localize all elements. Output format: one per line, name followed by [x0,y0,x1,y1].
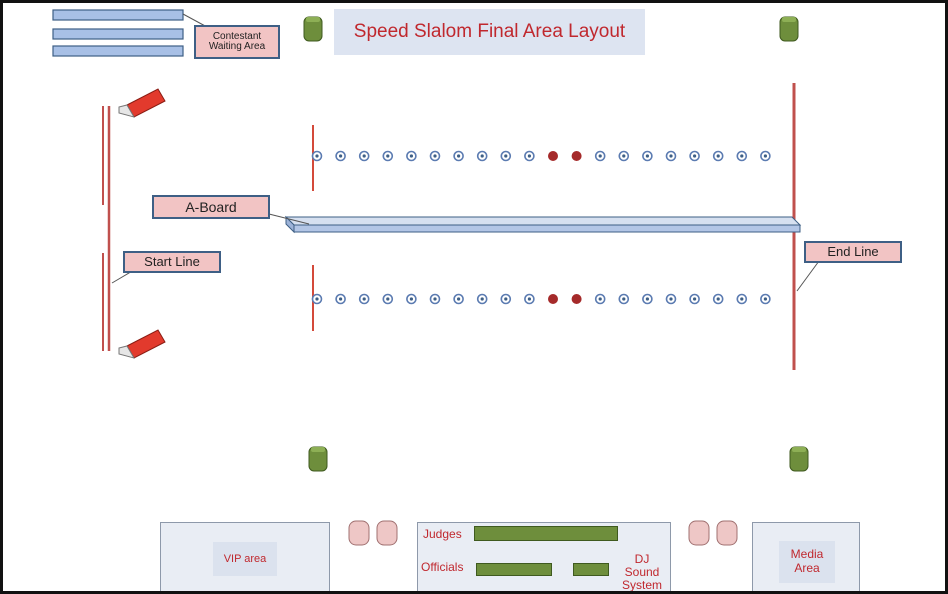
dj-table [573,563,609,576]
cone-icon [665,293,677,305]
chair-icon [789,446,809,472]
cone-icon [335,150,346,162]
a-board [293,224,801,233]
end-line-label: End Line [804,241,902,263]
diagram-title: Speed Slalom Final Area Layout [334,9,645,55]
cone-icon [712,150,724,162]
vip-area-zone: VIP area [160,522,330,591]
seat-icon [348,520,370,546]
start-line-label: Start Line [123,251,221,273]
cone-icon [618,293,630,305]
cone-icon [382,293,394,305]
seat-icon [716,520,738,546]
marker-icon [118,329,166,359]
cone-icon [500,150,512,162]
bench-icon [52,28,184,40]
officials-zone: Judges Officials DJ Sound System [417,522,671,593]
judges-label: Judges [423,527,462,541]
cone-icon [335,293,346,305]
cone-icon [406,150,417,162]
chair-icon [779,16,799,42]
cone-icon [382,150,394,162]
a-board-label: A-Board [152,195,270,219]
chair-icon [308,446,328,472]
cone-icon [500,293,512,305]
cone-icon [594,150,606,162]
cone-row-bottom [311,293,771,305]
cone-icon [524,293,535,305]
cone-icon [358,293,370,305]
chair-icon [303,16,323,42]
leader-line [796,260,820,292]
cone-icon [736,150,748,162]
cone-icon [642,150,653,162]
leader-line [182,13,208,28]
cone-icon [358,150,370,162]
cone-icon [453,293,464,305]
cone-icon-red [571,294,582,304]
officials-label: Officials [421,560,464,574]
media-area-zone: Media Area [752,522,860,591]
cone-icon-red [548,151,558,161]
cone-icon-red [548,294,558,304]
cone-icon [594,293,606,305]
cone-icon [311,150,323,162]
marker-icon [118,88,166,118]
cone-icon [665,150,677,162]
seat-icon [376,520,398,546]
cone-icon [689,150,700,162]
cone-row-top [311,150,771,162]
leader-line [268,213,310,225]
site-diagram [52,9,820,546]
cone-icon [712,293,724,305]
cone-icon [736,293,748,305]
a-board-top [284,216,802,226]
cone-icon [406,293,417,305]
cone-icon [760,293,771,305]
officials-table [476,563,552,576]
seat-icon [688,520,710,546]
cone-icon [476,150,488,162]
cone-icon [429,293,441,305]
vip-area-label: VIP area [213,542,277,576]
bench-icon [52,9,184,21]
cone-icon-red [571,151,582,161]
judges-table [474,526,618,541]
dj-sound-system-label: DJ Sound System [621,552,662,593]
cone-icon [618,150,630,162]
cone-icon [642,293,653,305]
cone-icon [476,293,488,305]
cone-icon [760,150,771,162]
a-board-end [285,215,295,234]
cone-icon [429,150,441,162]
cone-icon [524,150,535,162]
cone-icon [311,293,323,305]
bench-icon [52,45,184,57]
cone-icon [689,293,700,305]
media-area-label: Media Area [779,541,835,583]
cone-icon [453,150,464,162]
contestant-waiting-area-label: Contestant Waiting Area [194,25,280,59]
